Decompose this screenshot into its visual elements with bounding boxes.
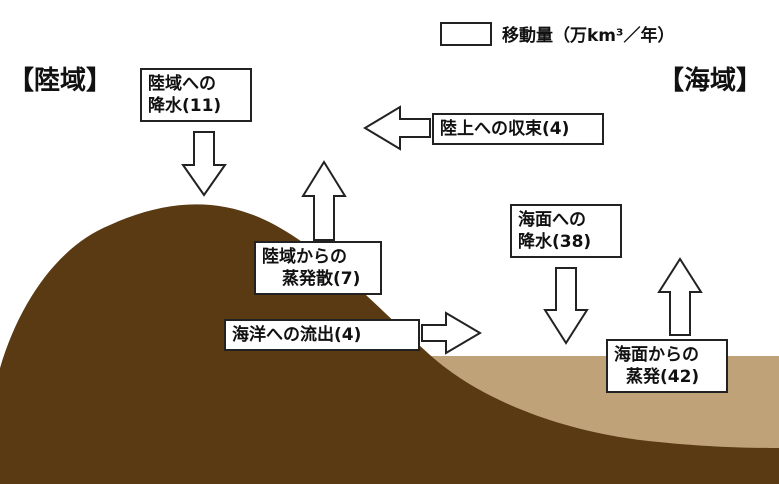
ocean-evaporation-arrow [657,257,703,336]
land-evapotranspiration-line2: 蒸発散(7) [282,269,361,289]
convergence-arrow [363,105,431,151]
land-evapotranspiration-arrow [301,160,347,241]
ocean-region-label: 【海域】 [658,66,763,96]
legend-label: 移動量（万km³／年） [502,26,675,46]
ocean-precipitation-arrow [543,267,589,345]
convergence-line1: 陸上への収束(4) [440,119,570,139]
land-precipitation-arrow [181,131,227,197]
land-precipitation-label: 陸域への 降水(11) [140,68,252,122]
convergence-label: 陸上への収束(4) [432,113,604,145]
ocean-precipitation-line1: 海面への [518,210,586,230]
land-precipitation-line2: 降水(11) [148,96,222,116]
land-region-label: 【陸域】 [8,66,113,96]
runoff-arrow [421,311,482,355]
land-precipitation-line1: 陸域への [148,74,216,94]
ocean-precipitation-line2: 降水(38) [518,232,592,252]
runoff-line1: 海洋への流出(4) [232,325,362,345]
ocean-precipitation-label: 海面への 降水(38) [510,204,622,258]
legend-swatch [440,22,492,46]
ocean-evaporation-line1: 海面からの [614,345,699,365]
runoff-label: 海洋への流出(4) [224,319,420,351]
ocean-evaporation-line2: 蒸発(42) [626,367,700,387]
ocean-evaporation-label: 海面からの 蒸発(42) [606,339,728,393]
land-evapotranspiration-label: 陸域からの 蒸発散(7) [254,241,382,295]
land-evapotranspiration-line1: 陸域からの [262,247,347,267]
